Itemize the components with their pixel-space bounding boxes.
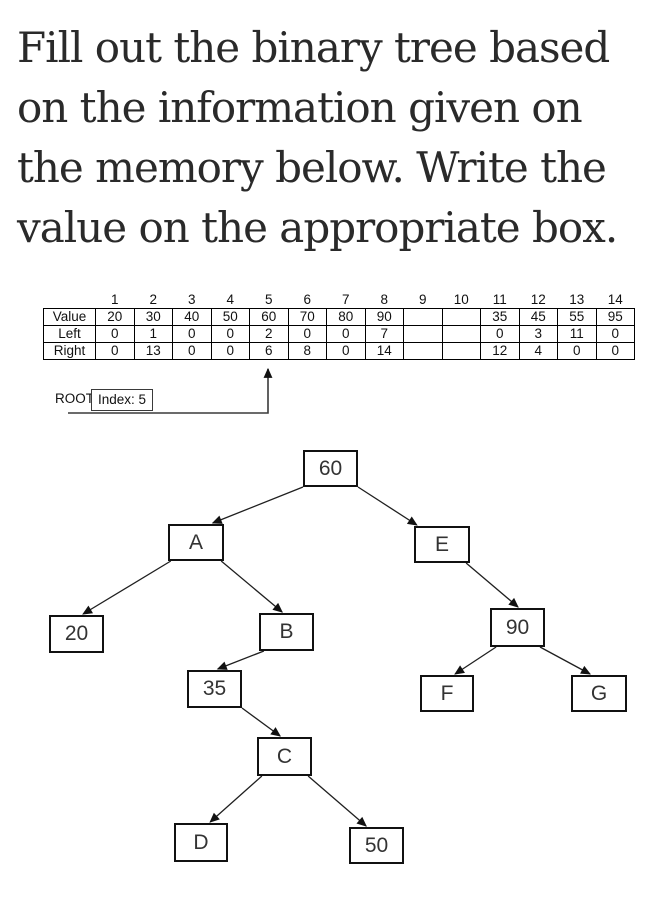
memory-cell-left-14: 0 (595, 325, 635, 343)
tree-node-D[interactable]: D (174, 823, 228, 862)
tree-edge-60-E (357, 486, 418, 526)
tree-edge-C-D (209, 775, 263, 823)
tree-edge-35-C (241, 707, 281, 737)
exercise-instructions: Fill out the binary tree based on the in… (17, 18, 635, 258)
tree-node-90: 90 (490, 608, 545, 647)
tree-node-50: 50 (349, 827, 404, 864)
memory-col-index-8: 8 (380, 292, 388, 307)
tree-node-label: F (440, 681, 454, 705)
root-pointer-arrow (68, 367, 273, 414)
memory-col-index-9: 9 (418, 292, 427, 307)
memory-cell-right-9 (403, 342, 443, 360)
tree-node-label: 35 (202, 677, 227, 700)
memory-row-label: Value (43, 308, 96, 326)
tree-node-label: 90 (505, 615, 530, 639)
tree-edge-C-50 (307, 775, 367, 827)
memory-cell-value-14: 95 (595, 308, 635, 326)
tree-edge-90-G (539, 646, 591, 675)
tree-edge-90-F (454, 646, 497, 675)
tree-node-E[interactable]: E (414, 526, 470, 563)
memory-col-index-1: 1 (110, 292, 119, 307)
memory-col-index-14: 14 (607, 292, 623, 307)
memory-cell-right-3: 0 (172, 342, 212, 360)
memory-col-index-4: 4 (226, 292, 234, 307)
memory-col-index-5: 5 (264, 292, 273, 307)
tree-edges-group (82, 486, 591, 827)
memory-cell-value-8: 90 (364, 308, 404, 326)
tree-node-20: 20 (49, 615, 104, 653)
memory-cell-right-6: 8 (287, 342, 327, 360)
tree-edge-A-20 (82, 560, 172, 615)
instruction-line: value on the appropriate box. (17, 203, 618, 252)
tree-node-label: C (276, 744, 293, 768)
memory-col-index-12: 12 (530, 292, 546, 307)
tree-node-G[interactable]: G (571, 675, 627, 712)
tree-node-label: B (279, 620, 294, 643)
tree-node-35: 35 (187, 670, 242, 708)
memory-cell-value-1: 20 (95, 308, 135, 326)
memory-cell-left-8: 7 (364, 325, 404, 343)
instruction-line: the memory below. Write the (17, 143, 607, 192)
tree-node-B[interactable]: B (259, 613, 314, 651)
memory-cell-left-2: 1 (133, 325, 173, 343)
memory-cell-right-11: 12 (480, 342, 520, 360)
memory-cell-right-7: 0 (326, 342, 366, 360)
tree-node-F[interactable]: F (420, 675, 474, 712)
tree-node-label: 50 (364, 833, 389, 857)
memory-row-label: Right (43, 342, 96, 360)
tree-edge-60-A (211, 486, 304, 524)
memory-row-label: Left (43, 325, 96, 343)
tree-edge-A-B (220, 560, 283, 613)
tree-node-label: 60 (318, 456, 343, 480)
memory-cell-value-4: 50 (210, 308, 250, 326)
tree-node-A[interactable]: A (168, 524, 224, 561)
instruction-line: Fill out the binary tree based (17, 23, 610, 72)
memory-col-index-2: 2 (149, 292, 157, 307)
tree-node-label: A (188, 530, 203, 554)
memory-cell-value-5: 60 (249, 308, 289, 326)
memory-cell-left-9 (403, 325, 443, 343)
root-pointer-label: ROOT (55, 391, 94, 406)
memory-cell-right-14: 0 (595, 342, 635, 360)
memory-col-index-7: 7 (341, 292, 350, 307)
memory-cell-left-13: 11 (557, 325, 597, 343)
memory-col-index-10: 10 (453, 292, 469, 307)
tree-edge-E-90 (465, 562, 519, 608)
memory-col-index-3: 3 (187, 292, 196, 307)
tree-node-label: 20 (64, 622, 89, 645)
tree-node-label: D (193, 830, 209, 854)
memory-col-index-6: 6 (303, 292, 311, 307)
memory-col-index-13: 13 (569, 292, 585, 307)
tree-node-label: G (590, 681, 608, 705)
memory-cell-right-13: 0 (557, 342, 597, 360)
memory-cell-right-1: 0 (95, 342, 135, 360)
memory-cell-right-12: 4 (518, 342, 558, 360)
tree-node-60: 60 (303, 450, 358, 487)
tree-node-C[interactable]: C (257, 737, 312, 776)
memory-cell-value-2: 30 (133, 308, 173, 326)
root-index-box: Index: 5 (91, 389, 153, 411)
tree-node-label: E (434, 532, 449, 556)
instruction-line: on the information given on (17, 83, 583, 132)
memory-cell-right-8: 14 (364, 342, 404, 360)
memory-cell-right-2: 13 (133, 342, 173, 360)
memory-col-index-11: 11 (492, 292, 507, 307)
tree-edge-B-35 (216, 650, 265, 670)
memory-cell-right-5: 6 (249, 342, 289, 360)
